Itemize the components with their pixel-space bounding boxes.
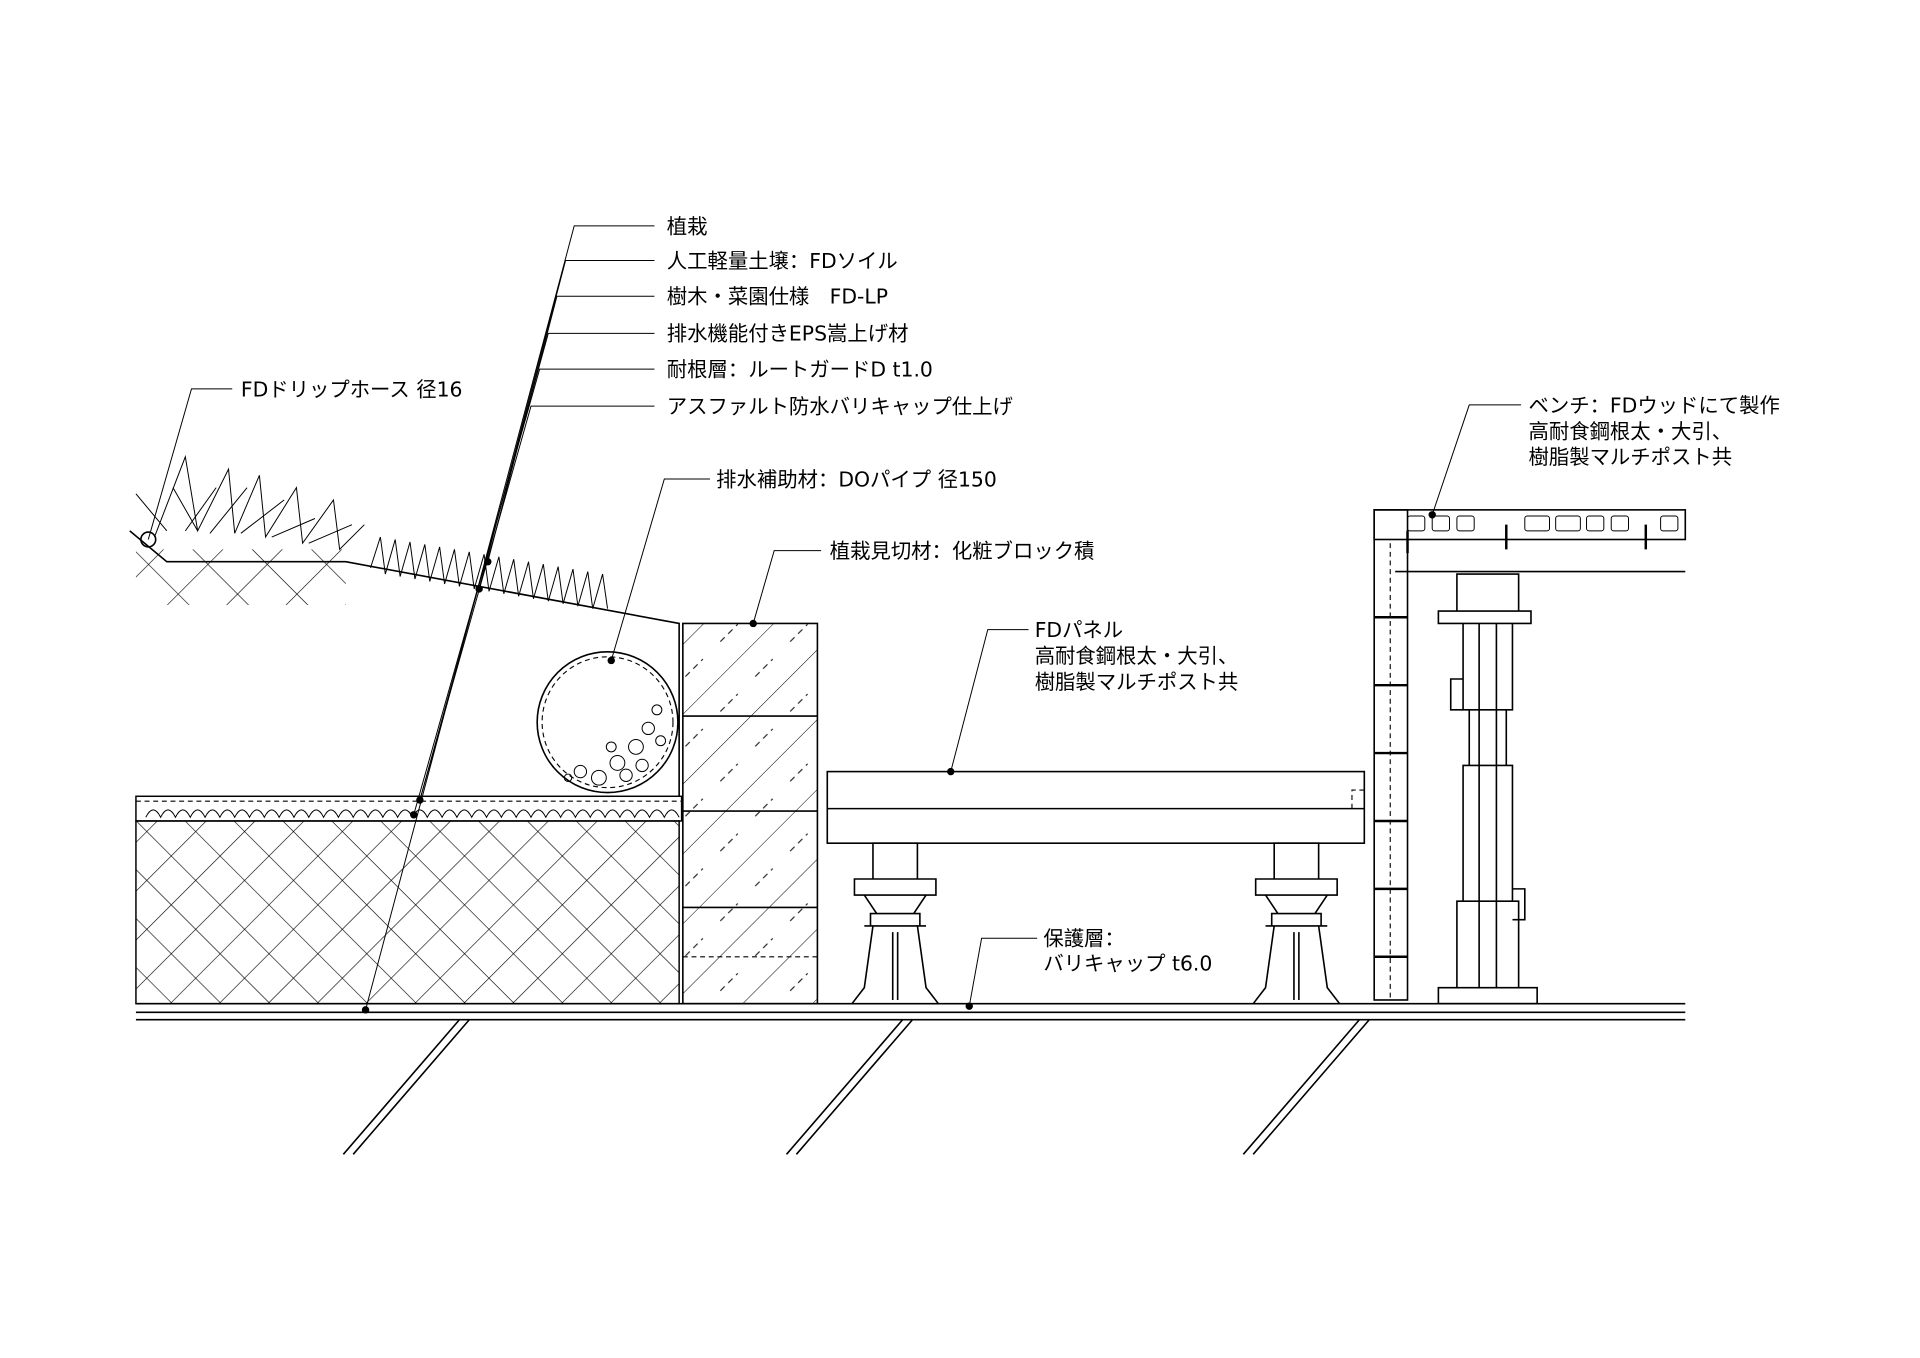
label-bench-1: ベンチ：FDウッドにて製作	[1529, 393, 1780, 417]
label-protect-2: バリキャップ t6.0	[1043, 951, 1212, 975]
label-panel-3: 樹脂製マルチポスト共	[1035, 670, 1239, 694]
pedestal	[1252, 842, 1341, 1005]
block-edging	[682, 622, 819, 1005]
label-bench-2: 高耐食鋼根太・大引、	[1529, 419, 1733, 443]
label-tree-spec: 樹木・菜園仕様 FD-LP	[667, 285, 888, 309]
annotation-labels: 植栽 人工軽量土壌：FDソイル 樹木・菜園仕様 FD-LP 排水機能付きEPS嵩…	[241, 214, 1780, 975]
structural-slab	[135, 1002, 1686, 1155]
label-drain-pipe: 排水補助材：DOパイプ 径150	[716, 467, 997, 491]
label-panel-1: FDパネル	[1035, 618, 1123, 642]
plant-icon	[135, 454, 365, 551]
label-edging: 植栽見切材：化粧ブロック積	[830, 539, 1095, 563]
label-soil: 人工軽量土壌：FDソイル	[667, 249, 898, 273]
eps-fill	[135, 820, 680, 1005]
drip-hose-icon	[140, 531, 157, 548]
label-bench-3: 樹脂製マルチポスト共	[1529, 445, 1733, 469]
slab-hatch	[342, 1019, 1370, 1155]
leader-lines	[147, 225, 1522, 1014]
drainage-layer	[135, 795, 683, 822]
label-protect-1: 保護層：	[1043, 927, 1124, 951]
bench	[1373, 509, 1687, 1005]
fd-panel	[826, 770, 1366, 844]
label-drip-hose: FDドリップホース 径16	[241, 377, 463, 401]
label-planting: 植栽	[667, 214, 708, 238]
label-eps: 排水機能付きEPS嵩上げ材	[667, 322, 909, 346]
label-panel-2: 高耐食鋼根太・大引、	[1035, 644, 1239, 668]
label-waterproof: アスファルト防水バリキャップ仕上げ	[667, 395, 1013, 419]
pedestal	[851, 842, 940, 1005]
label-root-guard: 耐根層：ルートガードD t1.0	[667, 358, 933, 382]
drain-pipe	[536, 651, 679, 794]
planting-soil	[129, 454, 680, 797]
